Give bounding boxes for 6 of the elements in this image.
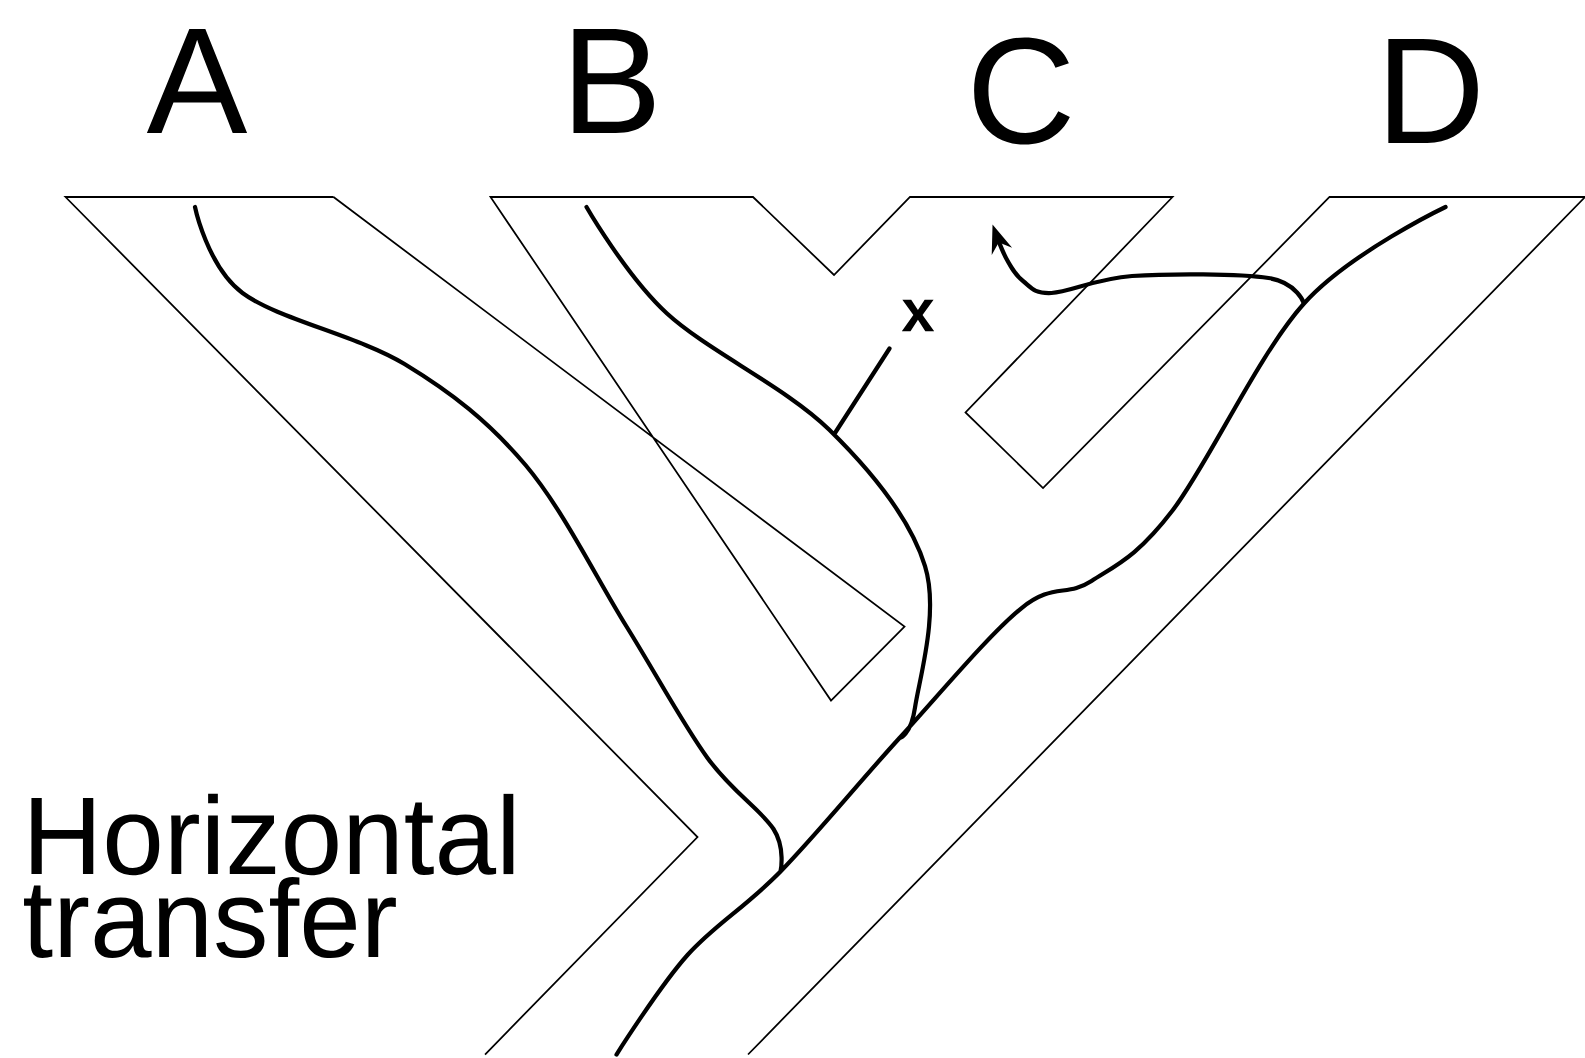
taxon-label: C: [974, 37, 1070, 145]
annotation-text: Horizontal transfer: [24, 793, 514, 959]
taxon-label: B: [573, 29, 654, 133]
taxon-label: A: [146, 29, 248, 133]
loss-mark: x: [901, 299, 935, 332]
taxon-label: D: [1388, 39, 1478, 143]
